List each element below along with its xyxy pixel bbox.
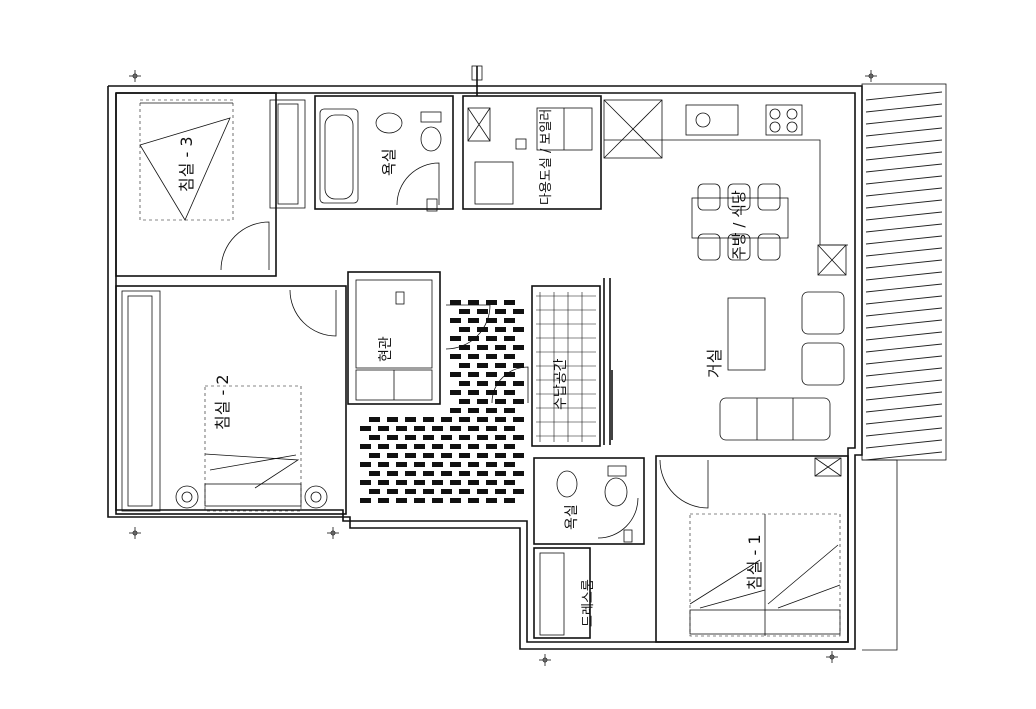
room-dressroom: 드레스룸 bbox=[533, 547, 596, 639]
grid-marker bbox=[826, 651, 838, 663]
room-bedroom3: 침실 - 3 bbox=[115, 92, 306, 277]
balcony bbox=[861, 83, 947, 461]
room-bathroom-bottom: 욕실 bbox=[533, 457, 645, 545]
room-bedroom1: 침실 - 1 bbox=[655, 455, 849, 643]
room-utility: 다용도실 / 보일러 bbox=[462, 65, 602, 210]
room-storage: 수납공간 bbox=[531, 285, 601, 447]
tiled-corridor bbox=[360, 300, 529, 503]
grid-marker bbox=[129, 70, 141, 82]
room-living: 거실 bbox=[603, 278, 845, 445]
grid-marker bbox=[865, 70, 877, 82]
utility-label: 다용도실 / 보일러 bbox=[539, 109, 554, 205]
bathroom-top-label: 욕실 bbox=[380, 148, 398, 176]
exterior-walls bbox=[107, 85, 898, 651]
entrance-label: 현관 bbox=[378, 336, 394, 362]
bedroom3-label: 침실 - 3 bbox=[177, 136, 196, 192]
living-label: 거실 bbox=[705, 349, 724, 378]
bedroom1-label: 침실 - 1 bbox=[745, 534, 764, 590]
grid-marker bbox=[129, 527, 141, 539]
bathroom-bottom-label: 욕실 bbox=[564, 504, 580, 530]
room-bathroom-top: 욕실 bbox=[314, 95, 454, 212]
grid-marker bbox=[327, 527, 339, 539]
dressroom-label: 드레스룸 bbox=[581, 579, 596, 627]
bedroom2-label: 침실 - 2 bbox=[213, 374, 232, 430]
kitchen-dining-label: 주방 / 식당 bbox=[730, 190, 748, 260]
storage-label: 수납공간 bbox=[553, 358, 569, 410]
grid-marker bbox=[539, 654, 551, 666]
room-entrance: 현관 bbox=[347, 271, 441, 405]
grid-markers bbox=[129, 70, 877, 666]
room-bedroom2: 침실 - 2 bbox=[115, 285, 347, 515]
room-kitchen-dining: 주방 / 식당 bbox=[603, 99, 848, 276]
